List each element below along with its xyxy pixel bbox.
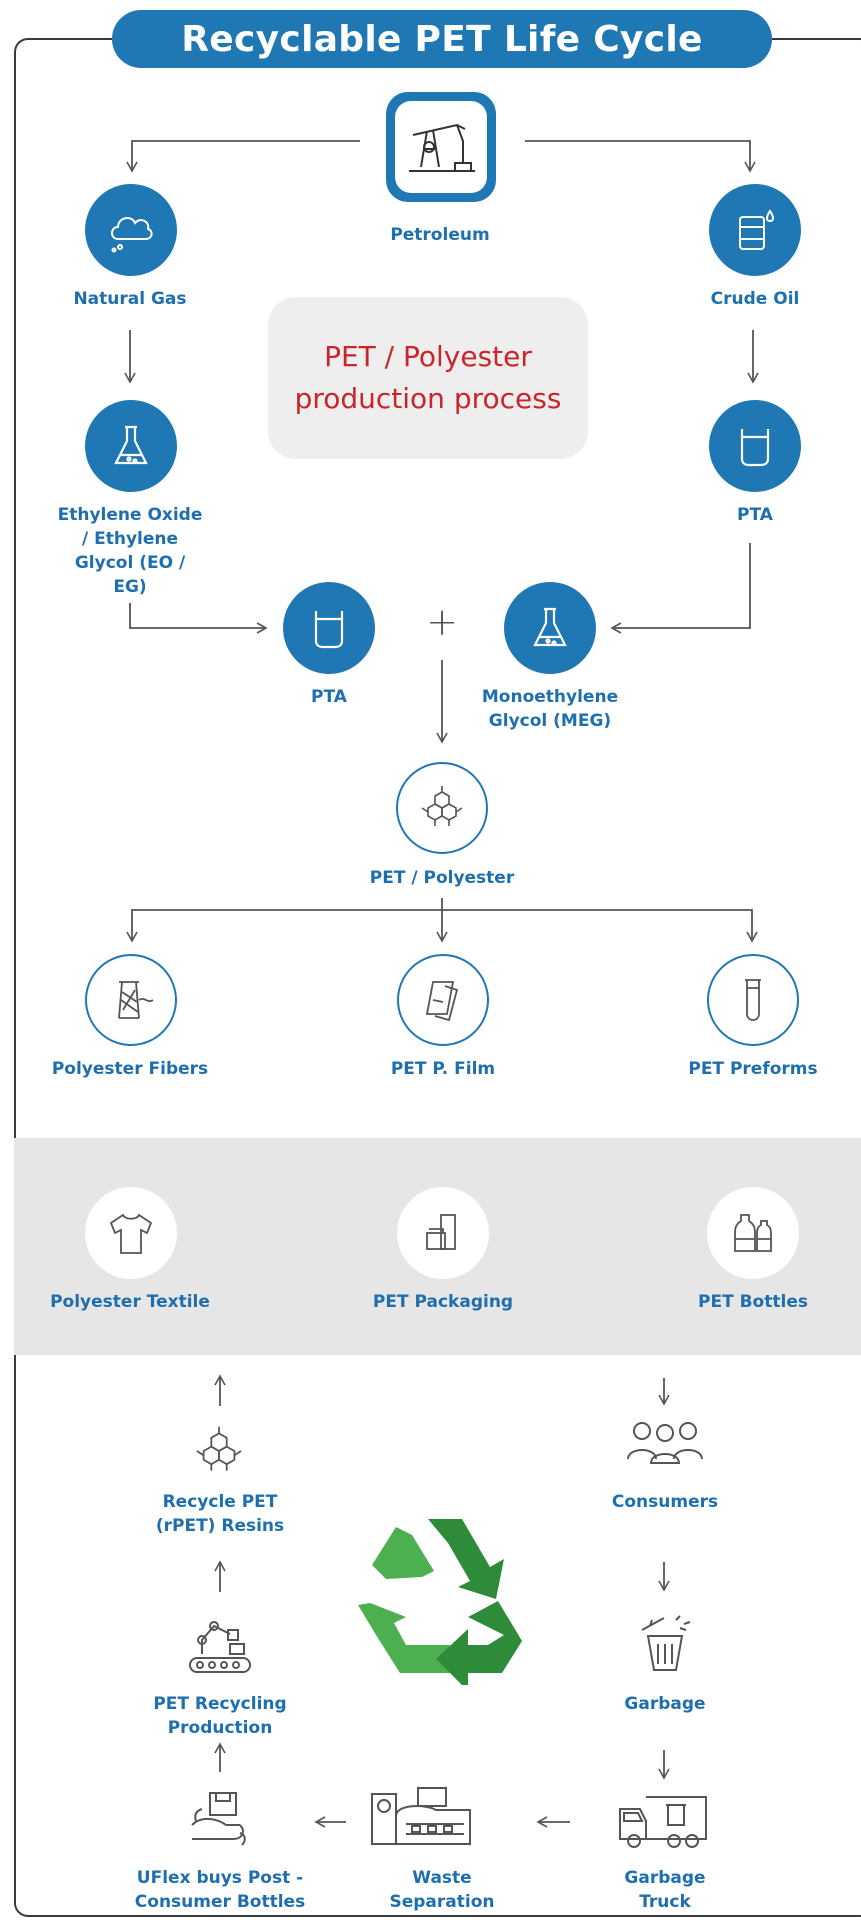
arrow-pet-branch-left (126, 909, 442, 943)
pet-packaging-label: PET Packaging (372, 1292, 514, 1312)
diagram-title: Recyclable PET Life Cycle (112, 10, 772, 68)
cloud-icon (111, 217, 153, 253)
test-tube-icon (745, 979, 761, 1021)
polyester-fibers-label: Polyester Fibers (51, 1059, 209, 1079)
garbage-truck-node (614, 1785, 714, 1855)
arrow-pet-branch-right (442, 909, 758, 943)
pta-center-label: PTA (311, 687, 347, 707)
robot-arm-icon (189, 1621, 251, 1673)
petroleum-node (386, 92, 496, 202)
petroleum-label: Petroleum (390, 225, 490, 245)
garbage-truck-icon (619, 1796, 707, 1848)
flask-icon (533, 607, 567, 647)
molecule-icon (421, 786, 463, 826)
oil-barrel-icon (739, 209, 774, 250)
hand-bottle-icon (191, 1792, 246, 1846)
recycling-production-node (182, 1610, 258, 1680)
beaker-icon (740, 429, 770, 467)
eo-eg-node (85, 400, 177, 492)
uflex-node (182, 1785, 258, 1855)
pta-right-node (709, 400, 801, 492)
pet-preforms-label: PET Preforms (688, 1059, 818, 1079)
garbage-label: Garbage (624, 1694, 706, 1714)
natural-gas-label: Natural Gas (73, 289, 187, 309)
pet-film-label: PET P. Film (390, 1059, 496, 1079)
bottles-icon (734, 1214, 772, 1252)
polyester-textile-label: Polyester Textile (50, 1292, 210, 1312)
molecule-icon (196, 1426, 242, 1471)
consumers-label: Consumers (611, 1492, 719, 1512)
tshirt-icon (109, 1213, 153, 1254)
consumers-node (620, 1415, 710, 1475)
flask-icon (114, 425, 148, 465)
pet-film-node (397, 954, 489, 1046)
recycling-production-label: PET Recycling Production (153, 1694, 287, 1738)
pet-polyester-label: PET / Polyester (369, 868, 515, 888)
package-icon (426, 1214, 456, 1250)
waste-separation-node (366, 1780, 476, 1856)
beaker-icon (314, 611, 344, 649)
meg-node (504, 582, 596, 674)
pet-polyester-node (396, 762, 488, 854)
garbage-node (630, 1608, 700, 1678)
rpet-resins-node (186, 1418, 252, 1484)
trash-bin-icon (641, 1615, 691, 1671)
crude-oil-node (709, 184, 801, 276)
thread-spool-icon (118, 981, 154, 1019)
arrow-petroleum-to-natural-gas (126, 140, 360, 173)
pta-center-node (283, 582, 375, 674)
oil-pump-icon (395, 101, 487, 193)
arrow-eo-to-pta (129, 603, 268, 634)
film-roll-icon (425, 981, 459, 1022)
crude-oil-label: Crude Oil (710, 289, 800, 309)
factory-icon (371, 1787, 471, 1845)
meg-label: Monoethylene Glycol (MEG) (481, 687, 619, 731)
recycle-icon (350, 1505, 530, 1691)
people-icon (627, 1422, 703, 1464)
pta-right-label: PTA (737, 505, 773, 525)
arrow-petroleum-to-crude-oil (525, 140, 756, 173)
natural-gas-node (85, 184, 177, 276)
pet-bottles-node (707, 1187, 799, 1279)
polyester-fibers-node (85, 954, 177, 1046)
pet-bottles-label: PET Bottles (698, 1292, 808, 1312)
rpet-resins-label: Recycle PET (rPET) Resins (155, 1492, 285, 1536)
eo-eg-label: Ethylene Oxide / Ethylene Glycol (EO / E… (57, 505, 203, 597)
arrow-pta-to-meg (610, 543, 751, 634)
pet-packaging-node (397, 1187, 489, 1279)
production-process-callout: PET / Polyester production process (268, 297, 588, 459)
plus-sign: + (426, 600, 458, 644)
waste-separation-label: Waste Separation (389, 1868, 495, 1912)
pet-preforms-node (707, 954, 799, 1046)
polyester-textile-node (85, 1187, 177, 1279)
uflex-label: UFlex buys Post - Consumer Bottles (134, 1868, 306, 1912)
garbage-truck-label: Garbage Truck (624, 1868, 706, 1912)
